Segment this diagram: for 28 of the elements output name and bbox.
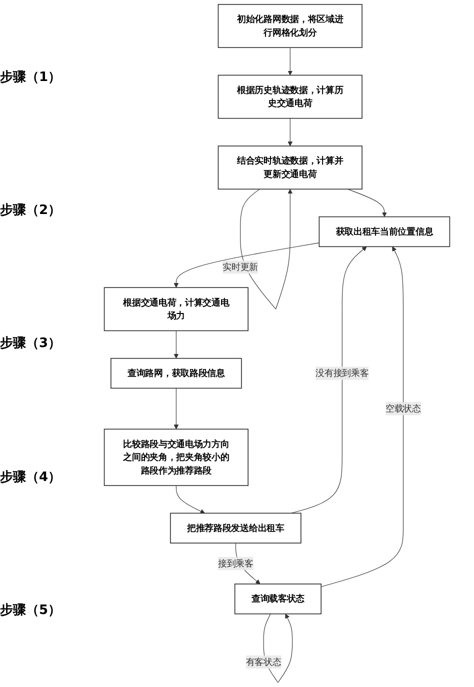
arrow xyxy=(174,242,320,288)
node-box: 结合实时轨迹数据，计算并更新交通电荷 xyxy=(218,146,362,190)
node-box: 根据交通电荷，计算交通电场力 xyxy=(104,287,248,332)
step-label: 步骤（3） xyxy=(0,335,62,352)
arrow xyxy=(290,246,367,514)
step-label: 步骤（4） xyxy=(0,468,62,486)
edge-label: 没有接到乘客 xyxy=(316,368,369,378)
arrow xyxy=(320,246,404,588)
step-label: 步骤（2） xyxy=(0,202,62,220)
edge-label: 实时更新 xyxy=(222,262,258,272)
arrow xyxy=(176,485,205,514)
arrow xyxy=(288,118,293,146)
node-box: 获取出租车当前位置信息 xyxy=(318,216,450,248)
edge-label: 空载状态 xyxy=(386,403,421,414)
arrow xyxy=(174,388,179,430)
node-box: 根据历史轨迹数据，计算历史交通电荷 xyxy=(218,74,362,119)
arrow xyxy=(174,330,179,359)
arrow xyxy=(347,188,387,217)
step-label: 步骤（1） xyxy=(0,68,62,86)
node-box: 查询路网，获取路段信息 xyxy=(110,358,242,389)
node-box: 比较路段与交通电场力方向之间的夹角，把夹角较小的路段作为推荐路段 xyxy=(104,428,248,486)
step-label: 步骤（5） xyxy=(0,602,62,620)
arrow xyxy=(288,47,293,76)
node-box: 查询载客状态 xyxy=(234,584,322,614)
edge-label: 接到乘客 xyxy=(218,558,254,569)
node-box: 把推荐路段发送给出租车 xyxy=(170,512,302,544)
edge-label: 有客状态 xyxy=(246,656,282,668)
node-box: 初始化路网数据，将区域进行网格化划分 xyxy=(218,4,362,48)
